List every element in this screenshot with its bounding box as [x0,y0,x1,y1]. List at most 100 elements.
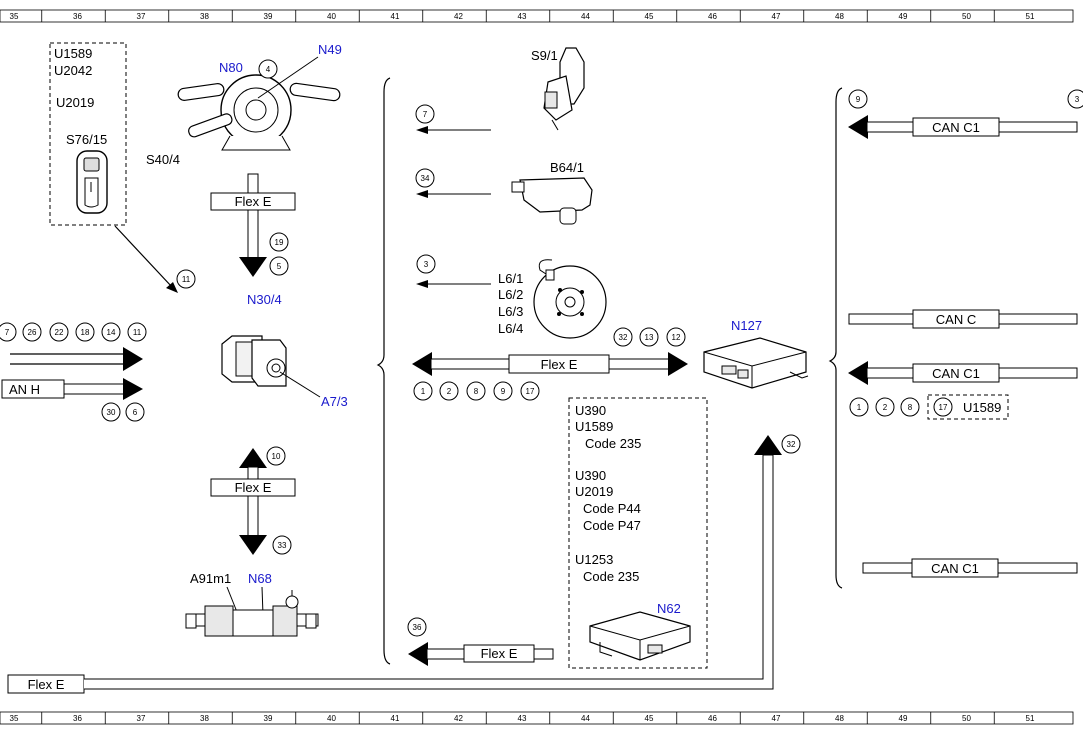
arrow-head [668,352,688,376]
ruler-column-label: 42 [454,12,463,21]
bus-label-box [508,354,610,374]
bus-label-box [912,117,1000,137]
arrow-head [412,352,432,376]
ruler-column-label: 50 [962,12,971,21]
callout-number: 2 [883,403,888,412]
code-line: Code P44 [583,501,641,516]
callout-number: 19 [275,238,284,247]
ruler-column-label: 45 [645,714,654,723]
ruler-column-label: 37 [137,12,146,21]
code-line: U2019 [56,95,94,110]
callout-circle [848,89,868,109]
ruler-column-label: 40 [327,714,336,723]
component-label-s76-15: S76/15 [66,132,107,147]
code-line: Code 235 [585,436,641,451]
arrow-head [416,190,428,198]
ruler-column-label: 41 [391,714,400,723]
callout-circle [439,381,459,401]
callout-circle [416,254,436,274]
component-label-n62: N62 [657,601,681,616]
code-line: U2042 [54,63,92,78]
bus-label-box [912,363,1000,383]
code-box-center [568,397,708,669]
callout-circle [1067,89,1083,109]
abs-control-unit-icon [221,335,287,387]
arrow-head [123,378,143,400]
component-label-n127: N127 [731,318,762,333]
callout-circle [666,327,686,347]
pointer-line [226,586,238,613]
callout-number: 14 [107,328,116,337]
callout-number: 12 [672,333,681,342]
powertrain-control-unit-icon [703,337,809,389]
callout-circle [415,168,435,188]
callout-number: 26 [28,328,37,337]
callout-circle [269,232,289,252]
ruler-column-label: 47 [772,714,781,723]
callout-circle [413,381,433,401]
steering-rack-icon [185,590,319,637]
callout-circle [900,397,920,417]
parktronic-control-unit-icon [589,611,691,661]
arrow-head [239,448,267,468]
callout-circle [75,322,95,342]
callout-number: 17 [526,387,535,396]
callout-number: 3 [424,260,429,269]
brake-vacuum-sensor-icon [511,177,593,225]
callout-circle [781,434,801,454]
ruler-column-label: 38 [200,714,209,723]
callout-number: 7 [5,328,10,337]
callout-number: 8 [908,403,913,412]
callout-number: 36 [413,623,422,632]
wheel-speed-sensor-icon [533,259,607,339]
ruler-column-label: 51 [1026,12,1035,21]
arrow-head [123,347,143,371]
callout-circle [258,59,278,79]
callout-circle [415,104,435,124]
ruler-column-label: 48 [835,12,844,21]
bus-label-box [1,379,65,399]
callout-circle [49,322,69,342]
ruler-column-label: 39 [264,12,273,21]
bus-label-flex-e: Flex E [235,480,272,495]
arrow-head [408,642,428,666]
callout-circle [272,535,292,555]
ruler-frame [0,711,1074,725]
code-line: U390 [575,403,606,418]
code-line: U1253 [575,552,613,567]
callout-circle [176,269,196,289]
bus-label-box [210,478,296,497]
callout-number: 32 [787,440,796,449]
bus-label-flex-e: Flex E [235,194,272,209]
component-label-n68: N68 [248,571,272,586]
ruler-column-label: 35 [10,12,19,21]
ruler-column-label: 46 [708,12,717,21]
bus-label-can-h: AN H [9,382,40,397]
code-box-right [927,394,1009,420]
component-label-l6-1: L6/1 [498,271,523,286]
ruler-column-label: 49 [899,12,908,21]
callout-circle [520,381,540,401]
callout-number: 11 [133,328,142,337]
ruler-column-label: 44 [581,714,590,723]
callout-circle [101,322,121,342]
section-brace-right [828,87,843,589]
ruler-column-label: 39 [264,714,273,723]
callout-number: 32 [619,333,628,342]
component-label-n49: N49 [318,42,342,57]
ruler-column-label: 43 [518,12,527,21]
callout-number: 1 [857,403,862,412]
bus-label-can-c1: CAN C1 [932,120,980,135]
pointer-arrow [114,225,173,288]
callout-circle [0,322,17,342]
callout-number: 34 [421,174,430,183]
callout-number: 1 [421,387,426,396]
arrow-head [416,126,428,134]
callout-number: 3 [1075,95,1080,104]
steering-column-switch-icon [177,74,341,151]
section-brace-center [376,77,391,665]
component-label-b64-1: B64/1 [550,160,584,175]
pointer-line [279,371,321,398]
